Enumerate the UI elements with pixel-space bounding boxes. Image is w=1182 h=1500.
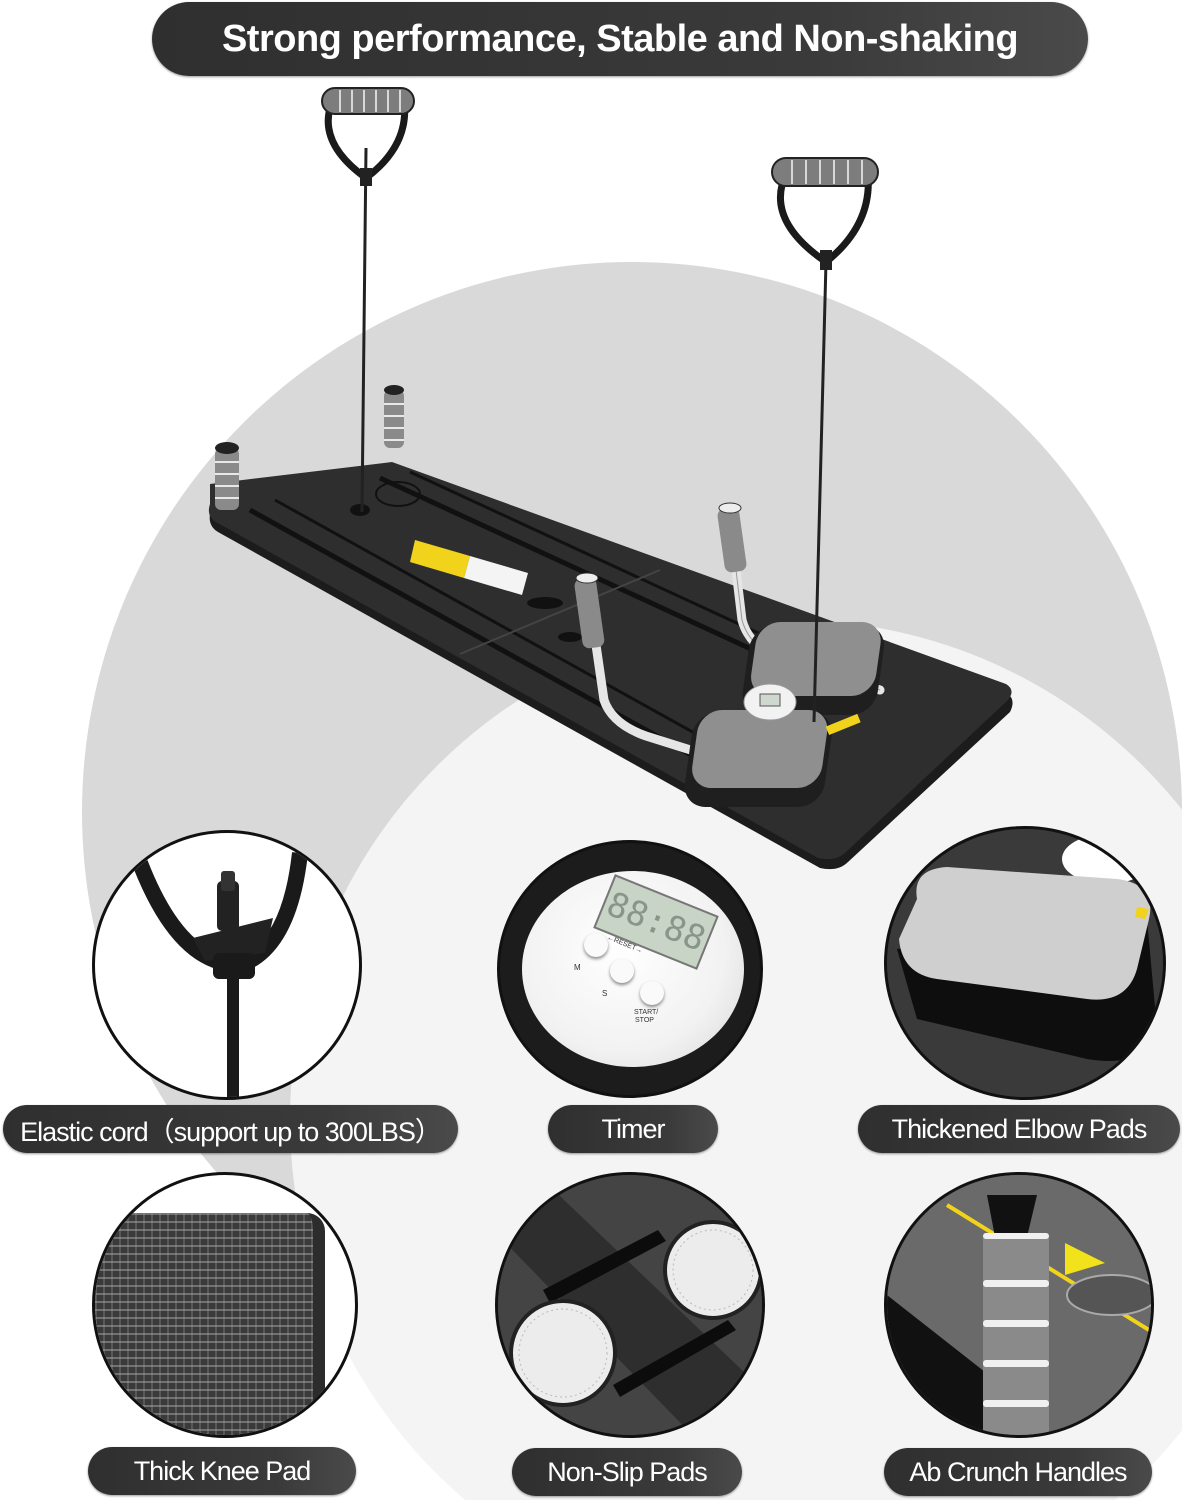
feature-image-knee-pad [92, 1172, 358, 1438]
foam-handle-icon [887, 1175, 1151, 1435]
timer-button-s[interactable] [610, 959, 634, 983]
timer-lcd: 88:88 [593, 874, 719, 970]
elastic-cord-handle-icon [132, 852, 308, 1097]
timer-label-stop: STOP [635, 1017, 654, 1024]
feature-image-timer: 88:88 M S ←RESET→ START/ STOP [497, 840, 763, 1098]
board [208, 462, 1013, 870]
timer-button-m[interactable] [584, 933, 608, 957]
feature-label-ab-handles: Ab Crunch Handles [884, 1448, 1152, 1496]
elbow-pad-left [684, 710, 832, 807]
foam-post-left [215, 442, 239, 510]
page-title: Strong performance, Stable and Non-shaki… [152, 2, 1088, 76]
timer-button-start-stop[interactable] [640, 981, 664, 1005]
feature-label-elastic-cord: Elastic cord（support up to 300LBS） [3, 1105, 458, 1153]
ab-board-product-image [208, 87, 1013, 870]
resistance-handle-left [321, 87, 415, 186]
timer-label-m: M [574, 963, 581, 972]
feature-label-timer: Timer [548, 1105, 718, 1153]
non-slip-pad-icon [498, 1175, 762, 1435]
timer-label-start: START/ [634, 1009, 659, 1016]
foam-post-back [384, 385, 404, 448]
feature-image-elastic-cord [92, 830, 362, 1100]
timer-icon: 88:88 M S ←RESET→ START/ STOP [522, 871, 744, 1067]
elbow-pad-icon [887, 829, 1163, 1097]
feature-image-non-slip-pads [495, 1172, 765, 1438]
feature-label-non-slip-pads: Non-Slip Pads [512, 1448, 742, 1496]
knee-pad-texture-icon [95, 1213, 325, 1435]
feature-label-knee-pad: Thick Knee Pad [88, 1447, 356, 1495]
timer-label-s: S [602, 989, 608, 998]
feature-image-ab-handles [884, 1172, 1154, 1438]
feature-label-elbow-pads: Thickened Elbow Pads [858, 1105, 1180, 1153]
feature-image-elbow-pads [884, 826, 1166, 1100]
resistance-handle-right [771, 157, 879, 270]
